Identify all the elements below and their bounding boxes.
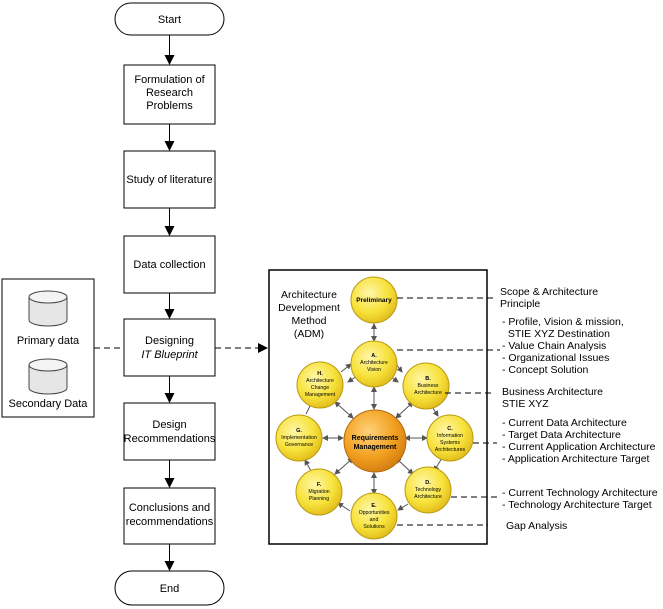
annotation-technology-line: - Technology Architecture Target (502, 499, 652, 511)
step-designing-box[interactable] (123, 318, 216, 377)
adm-phase-h-line-3: Change (311, 385, 329, 391)
start-label: Start (158, 14, 181, 26)
adm-phase-g-line-2: Implementation (281, 435, 317, 441)
end-terminator[interactable] (114, 570, 225, 606)
annotation-leaders (397, 297, 500, 526)
annotation-vision-line: - Concept Solution (502, 364, 589, 376)
annotation-business-line: Business Architecture (502, 386, 603, 398)
annotation-opportunities-line: Gap Analysis (506, 520, 568, 532)
annotation-technology-line: - Current Technology Architecture (502, 487, 658, 499)
step-designing-line-1: Designing (145, 335, 194, 347)
adm-phase-d-circle[interactable] (404, 466, 452, 514)
step-formulation-line-3: Problems (146, 100, 193, 112)
adm-phase-c-line-4: Architectures (435, 447, 466, 453)
adm-phase-g-line-3: Governance (285, 442, 313, 448)
adm-phase-e-line-4: Solutions (363, 524, 385, 530)
annotation-preliminary-line: Principle (500, 298, 541, 310)
adm-phase-e-line-2: Opportunities (359, 510, 390, 516)
annotation-information-line: - Target Data Architecture (502, 429, 621, 441)
step-literature-label: Study of literature (126, 174, 212, 186)
adm-title-line-2: Development (278, 302, 340, 314)
end-label: End (160, 583, 180, 595)
annotation-preliminary: Scope & Architecture Principle (500, 286, 598, 310)
adm-phase-h-line-2: Architecture (306, 378, 334, 384)
adm-phase-f-line-1: F. (317, 482, 322, 488)
step-formulation-box[interactable] (123, 64, 216, 125)
adm-phase-f-line-3: Planning (309, 496, 329, 502)
adm-phase-h-line-1: H. (317, 371, 323, 377)
adm-phase-g-line-1: G. (296, 428, 302, 434)
adm-phase-b-line-2: Business (417, 383, 438, 389)
adm-phase-c-line-3: Systems (440, 440, 460, 446)
step-data-collection-box[interactable] (123, 235, 216, 294)
adm-preliminary-label: Preliminary (356, 297, 392, 304)
annotation-vision-line: - Profile, Vision & mission, (502, 316, 624, 328)
adm-phase-a-line-1: A. (371, 353, 377, 359)
adm-phase-c-line-1: C. (447, 426, 453, 432)
step-data-collection-label: Data collection (133, 259, 205, 271)
annotation-business-line: STIE XYZ (502, 398, 549, 410)
step-designing-line-2: IT Blueprint (141, 349, 198, 361)
adm-phase-e-line-3: and (370, 517, 379, 523)
annotation-vision: - Profile, Vision & mission, STIE XYZ De… (502, 316, 624, 376)
annotation-information: - Current Data Architecture - Target Dat… (502, 417, 656, 465)
step-conclusions-line-1: Conclusions and (129, 502, 210, 514)
adm-phase-g-circle[interactable] (275, 414, 323, 462)
adm-panel: Architecture Development Method (ADM) (268, 269, 488, 545)
annotation-information-line: - Current Application Architecture (502, 441, 656, 453)
adm-title-line-3: Method (291, 315, 326, 327)
adm-requirements-line-1: Requirements (352, 435, 399, 442)
annotation-vision-line: STIE XYZ Destination (502, 328, 610, 340)
step-design-recommendations-line-2: Recommendations (124, 433, 216, 445)
step-design-recommendations-line-1: Design (152, 419, 186, 431)
adm-requirements-circle[interactable] (343, 409, 407, 473)
adm-requirements-line-2: Management (354, 444, 397, 451)
adm-phase-a-circle[interactable] (350, 340, 398, 388)
primary-data-label: Primary data (17, 335, 80, 347)
annotation-opportunities: Gap Analysis (506, 520, 567, 532)
adm-phase-b-line-3: Architecture (414, 390, 442, 396)
step-design-recommendations-box[interactable] (123, 402, 216, 461)
adm-phase-e-circle[interactable] (350, 492, 398, 540)
step-formulation-line-1: Formulation of (134, 74, 205, 86)
annotation-information-line: - Application Architecture Target (502, 453, 650, 465)
adm-phase-h-circle[interactable] (296, 361, 344, 409)
adm-phase-h-line-4: Management (305, 392, 336, 398)
adm-phase-a-line-3: Vision (367, 367, 381, 373)
step-conclusions-line-2: recommendations (126, 516, 214, 528)
adm-phase-b-circle[interactable] (402, 362, 450, 410)
annotation-technology: - Current Technology Architecture - Tech… (502, 487, 658, 511)
adm-phase-f-line-2: Migration (308, 489, 329, 495)
adm-phase-f-circle[interactable] (295, 468, 343, 516)
data-sources-panel: Primary data Secondary Data (1, 278, 95, 418)
secondary-data-label: Secondary Data (9, 398, 89, 410)
adm-phase-d-line-2: Technology (415, 487, 442, 493)
annotation-business: Business Architecture STIE XYZ (502, 386, 603, 410)
adm-title-line-4: (ADM) (294, 328, 324, 340)
adm-phase-c-circle[interactable] (426, 414, 474, 462)
adm-phase-d-line-3: Architecture (414, 494, 442, 500)
annotation-preliminary-line: Scope & Architecture (500, 286, 599, 298)
flowchart: Start Formulation of Research Problems S… (114, 2, 225, 606)
adm-phase-c-line-2: Information (437, 433, 463, 439)
adm-phase-e-line-1: E. (371, 503, 377, 509)
annotation-vision-line: - Value Chain Analysis (502, 340, 607, 352)
annotation-vision-line: - Organizational Issues (502, 352, 610, 364)
primary-database-icon (28, 290, 68, 327)
adm-title-line-1: Architecture (281, 289, 337, 301)
secondary-database-icon (28, 358, 68, 395)
step-formulation-line-2: Research (146, 87, 193, 99)
adm-preliminary-circle[interactable] (350, 276, 398, 324)
step-conclusions-box[interactable] (123, 487, 216, 545)
adm-phase-d-line-1: D. (425, 480, 431, 486)
adm-phase-b-line-1: B. (425, 376, 431, 382)
adm-phase-a-line-2: Architecture (360, 360, 388, 366)
annotation-information-line: - Current Data Architecture (502, 417, 627, 429)
